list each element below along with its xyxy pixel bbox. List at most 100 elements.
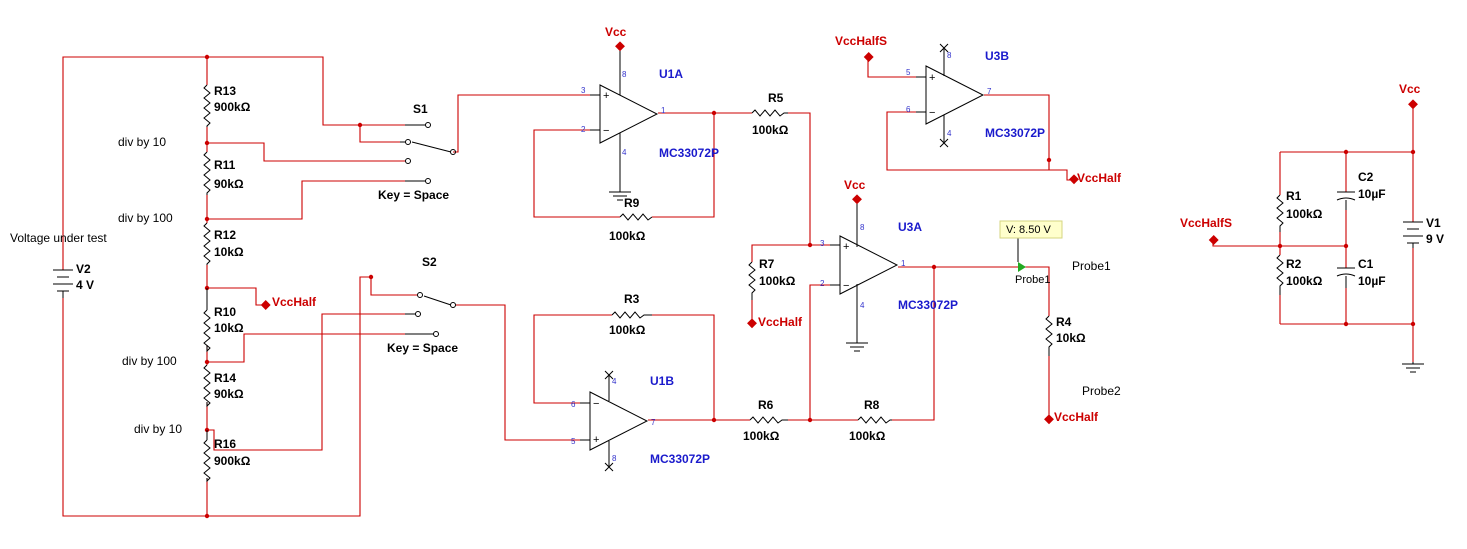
vcchalf-divider-label: VccHalf	[272, 295, 317, 309]
wire-u1a-fb	[652, 112, 715, 218]
r11-value: 90kΩ	[214, 177, 244, 191]
u3b-pin7: 7	[987, 87, 992, 96]
labels: R13 900kΩ R11 90kΩ R12 10kΩ R10 10kΩ R14…	[10, 25, 1444, 468]
vcchalfs-rhs-label: VccHalfS	[1180, 216, 1232, 230]
battery-v2	[53, 269, 73, 298]
annotation-div10-top: div by 10	[118, 135, 166, 149]
r7-ref: R7	[759, 257, 775, 271]
r14-value: 90kΩ	[214, 387, 244, 401]
ground-v1	[1402, 362, 1424, 373]
c2-ref: C2	[1358, 170, 1374, 184]
opamp-u1a-body	[599, 84, 659, 144]
u1a-plus-sign: +	[603, 90, 609, 102]
ground-u1a	[609, 145, 631, 201]
u3b-pin6: 6	[906, 105, 911, 114]
ground-symbols	[609, 145, 1424, 373]
s1-ref: S1	[413, 102, 428, 116]
opamp-u1b-nc-bottom	[604, 462, 614, 472]
r6-value: 100kΩ	[743, 429, 780, 443]
v1-ref: V1	[1426, 216, 1441, 230]
junction-dot	[711, 417, 717, 423]
junction-dot	[204, 513, 210, 519]
switch-s2-blade	[423, 295, 452, 306]
ground-u3a	[846, 300, 868, 352]
r14-ref: R14	[214, 371, 236, 385]
u3a-ref: U3A	[898, 220, 922, 234]
capacitor-symbols	[1336, 191, 1356, 288]
battery-v1	[1403, 221, 1423, 248]
junction-dot	[1410, 321, 1416, 327]
annotation-div10-bottom: div by 10	[134, 422, 182, 436]
capacitor-c2	[1336, 191, 1356, 210]
opamp-u3b-pins	[916, 48, 945, 142]
u1a-minus-sign: −	[603, 125, 609, 137]
probe1-label: Probe1	[1072, 259, 1111, 273]
r3-ref: R3	[624, 292, 640, 306]
r9-value: 100kΩ	[609, 229, 646, 243]
u3b-ref: U3B	[985, 49, 1009, 63]
switch-s1-blade	[411, 141, 452, 153]
r2-value: 100kΩ	[1286, 274, 1323, 288]
resistor-r6	[749, 416, 788, 424]
probe1-reading: V: 8.50 V	[1006, 224, 1052, 236]
v1-value: 9 V	[1426, 232, 1444, 246]
wire-div10-top	[207, 142, 405, 162]
junction-dot	[1046, 157, 1052, 163]
u1b-minus-sign: −	[593, 398, 599, 410]
vcc-u1a-label: Vcc	[605, 25, 627, 39]
opamp-u1b-body	[589, 391, 649, 451]
r5-value: 100kΩ	[752, 123, 789, 137]
switch-symbols	[400, 122, 456, 337]
junction-dot	[1343, 321, 1349, 327]
resistor-r12	[203, 222, 211, 265]
switch-s2-contact	[417, 292, 423, 298]
junction-dot	[1343, 243, 1349, 249]
u3a-pin3: 3	[820, 239, 825, 248]
wire-r8-out	[892, 267, 935, 421]
wire-r10-to-s2	[207, 333, 405, 363]
r8-value: 100kΩ	[849, 429, 886, 443]
probe1-marker[interactable]	[999, 220, 1063, 272]
r4-ref: R4	[1056, 315, 1072, 329]
probe1-arrow[interactable]	[1018, 262, 1026, 272]
u3a-minus-sign: −	[843, 280, 849, 292]
resistor-r2	[1276, 254, 1284, 295]
opamp-u3b-nc-top	[939, 43, 949, 53]
resistor-r8	[857, 416, 892, 424]
resistor-r11	[203, 151, 211, 195]
r1-ref: R1	[1286, 189, 1302, 203]
vcchalfs-flag	[1208, 235, 1219, 245]
u1b-pin6: 6	[571, 400, 576, 409]
wire-u1a-out-r5	[714, 112, 838, 246]
battery-symbols	[53, 221, 1423, 298]
vcchalf-r7-flag	[747, 318, 757, 329]
r16-ref: R16	[214, 437, 236, 451]
v2-ref: V2	[76, 262, 91, 276]
r7-value: 100kΩ	[759, 274, 796, 288]
vcc-u3a-flag	[852, 194, 862, 205]
vcc-u1a-flag	[615, 41, 625, 52]
wire-s1-out	[453, 94, 598, 153]
switch-s2-contact	[415, 311, 421, 317]
switch-s2-common	[450, 302, 456, 308]
wire-r16-to-s2	[207, 313, 405, 451]
c1-value: 10µF	[1358, 274, 1386, 288]
junction-dot	[931, 264, 937, 270]
c2-value: 10µF	[1358, 187, 1386, 201]
wire-u1a-minus	[533, 129, 620, 218]
u3b-pin8: 8	[947, 51, 952, 60]
junction-dot	[368, 274, 374, 280]
u1b-pin5: 5	[571, 437, 576, 446]
resistor-r13	[203, 84, 211, 127]
r16-value: 900kΩ	[214, 454, 251, 468]
u1b-pin8: 8	[612, 454, 617, 463]
r1-value: 100kΩ	[1286, 207, 1323, 221]
switch-s2-contact	[433, 331, 439, 337]
u3a-pin2: 2	[820, 279, 825, 288]
r10-value: 10kΩ	[214, 321, 244, 335]
u1b-pin4: 4	[612, 377, 617, 386]
u3a-pin8: 8	[860, 223, 865, 232]
annotation-div100-bottom: div by 100	[122, 354, 177, 368]
vcc-v1-flag	[1408, 99, 1418, 110]
resistor-symbols	[203, 84, 1284, 483]
